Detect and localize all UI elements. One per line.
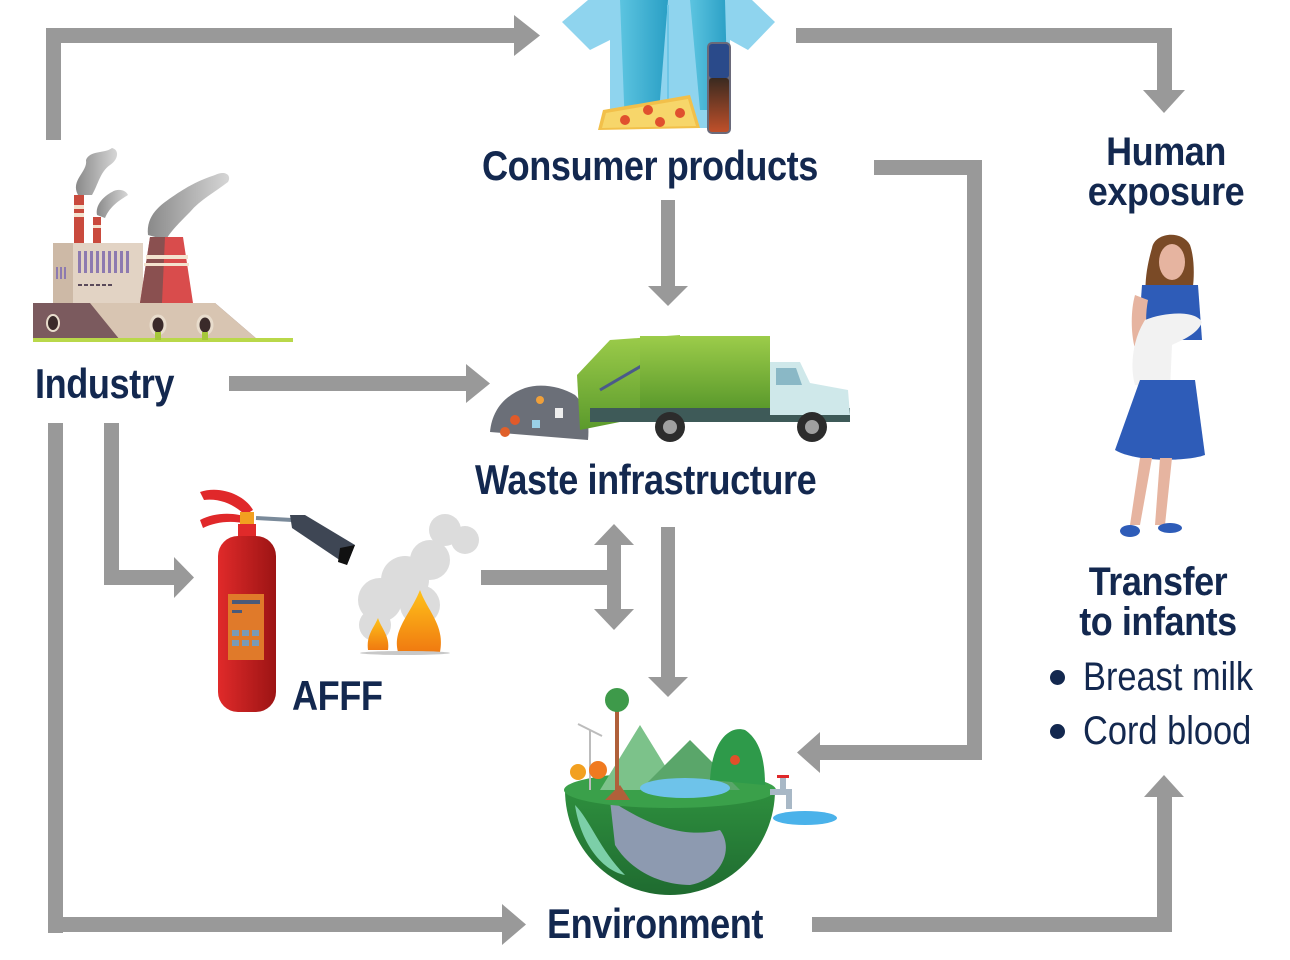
node-label-environment: Environment xyxy=(547,900,764,947)
node-label-human-exposure: Human exposure xyxy=(1076,132,1256,212)
human-exposure-line-1: Human xyxy=(1106,130,1226,174)
transfer-line-2: to infants xyxy=(1079,600,1237,644)
arrows xyxy=(46,15,1185,945)
arrow-industry-to-consumer-products xyxy=(46,15,540,140)
human-exposure-line-2: exposure xyxy=(1087,170,1245,214)
transfer-route-list: Breast milk Cord blood xyxy=(1042,650,1281,758)
arrow-consumer-products-to-waste xyxy=(648,200,688,306)
garbage-truck-icon xyxy=(490,335,850,442)
arrow-environment-to-human-exposure xyxy=(812,775,1184,932)
transfer-route-cord-blood: Cord blood xyxy=(1083,709,1252,753)
node-label-afff: AFFF xyxy=(292,672,383,719)
transfer-route-item: Breast milk xyxy=(1042,650,1281,704)
earth-ecosystem-icon xyxy=(564,688,837,895)
node-label-consumer-products: Consumer products xyxy=(482,142,818,189)
arrow-consumer-products-to-human-exposure xyxy=(796,28,1185,113)
transfer-line-1: Transfer xyxy=(1088,560,1228,604)
arrow-industry-to-afff xyxy=(104,423,194,598)
arrow-waste-to-environment xyxy=(648,527,688,697)
node-label-waste-infrastructure: Waste infrastructure xyxy=(475,456,817,503)
transfer-route-breast-milk: Breast milk xyxy=(1083,655,1254,699)
bullet-icon xyxy=(1050,723,1065,739)
factory-icon xyxy=(33,148,293,342)
transfer-route-item: Cord blood xyxy=(1042,704,1281,758)
arrow-industry-to-environment xyxy=(48,423,526,945)
arrow-afff-to-waste-environment xyxy=(481,524,634,630)
mother-with-infant-icon xyxy=(1115,234,1205,537)
arrow-industry-to-waste xyxy=(229,364,490,403)
fire-extinguisher-icon xyxy=(200,489,479,712)
shirt-pizza-bottle-icon xyxy=(562,0,775,134)
arrow-consumer-products-to-environment xyxy=(797,160,982,773)
bullet-icon xyxy=(1050,669,1065,685)
node-label-industry: Industry xyxy=(35,360,175,407)
node-label-transfer-to-infants: Transfer to infants xyxy=(1068,562,1248,642)
